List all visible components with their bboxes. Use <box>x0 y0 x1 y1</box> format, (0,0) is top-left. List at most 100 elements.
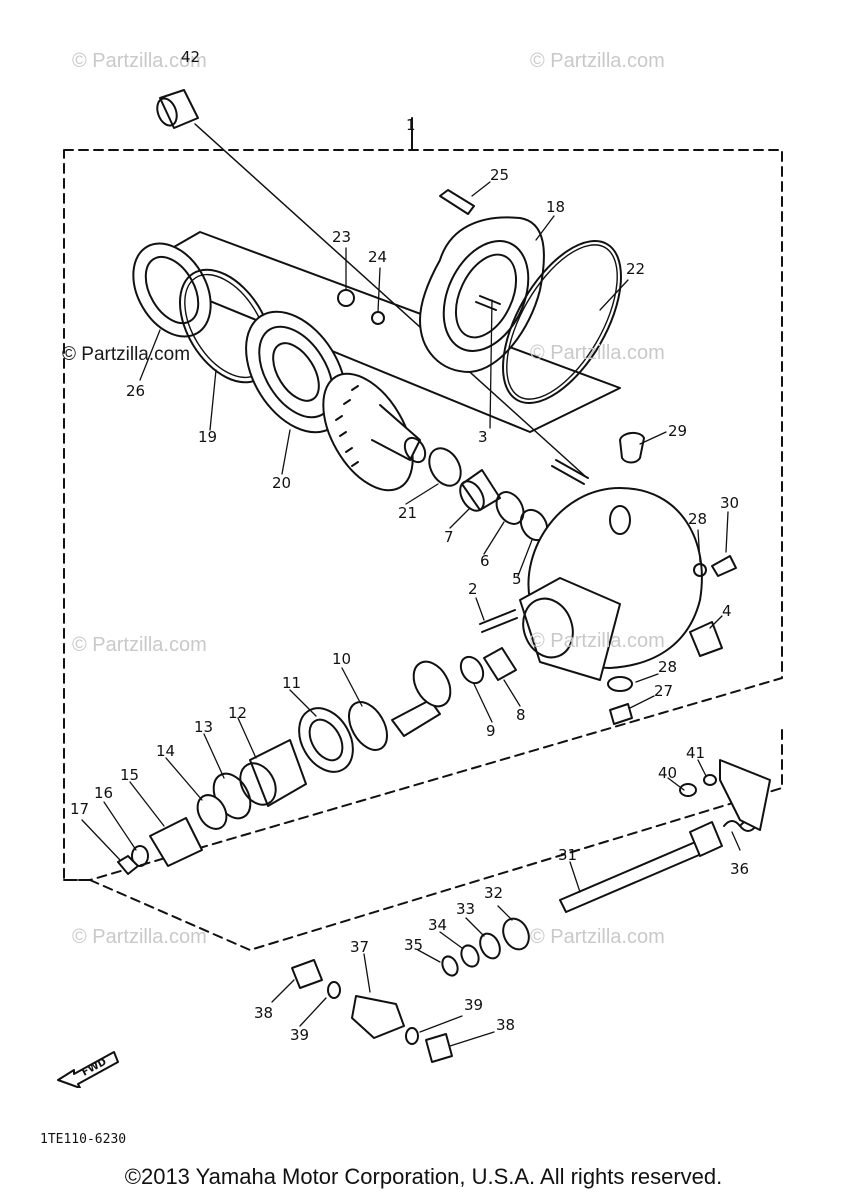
part-12-retainer <box>239 739 307 807</box>
ring-gear <box>322 372 427 492</box>
copyright-notice: ©2013 Yamaha Motor Corporation, U.S.A. A… <box>124 1164 723 1189</box>
part-35-circlip <box>441 955 459 977</box>
watermark: © Partzilla.com <box>530 630 665 652</box>
part-7-bearing <box>459 469 501 512</box>
watermark: © Partzilla.com <box>530 342 665 364</box>
part-15-coupling <box>149 817 203 867</box>
part-14-oil-seal <box>196 794 228 830</box>
part-20-bearing <box>245 310 347 434</box>
part-30-plug <box>711 555 737 577</box>
part-11-bearing <box>298 707 354 773</box>
callout-14: 14 <box>156 742 176 760</box>
callout-2: 2 <box>468 580 478 598</box>
fwd-arrow-icon: FWD <box>57 1051 119 1088</box>
callout-17: 17 <box>70 800 90 818</box>
part-25-bolt <box>439 189 475 215</box>
callout-13: 13 <box>194 718 214 736</box>
part-32-bearing <box>502 917 530 951</box>
part-28-washer <box>693 563 707 577</box>
callout-19: 19 <box>198 428 218 446</box>
assembly-outline <box>63 149 783 951</box>
part-26-oil-seal <box>132 242 212 338</box>
callout-36: 36 <box>730 860 750 878</box>
callout-4: 4 <box>722 602 732 620</box>
part-34-circlip <box>460 944 480 968</box>
part-38-bearing-lower <box>425 1033 453 1063</box>
callout-35: 35 <box>404 936 424 954</box>
callout-40: 40 <box>658 764 678 782</box>
callout-21: 21 <box>398 504 418 522</box>
part-22-o-ring <box>502 240 622 404</box>
part-10-shim <box>348 701 388 751</box>
callout-38-lower: 38 <box>496 1016 516 1034</box>
part-41-washer <box>703 774 717 786</box>
callout-41: 41 <box>686 744 706 762</box>
callout-16: 16 <box>94 784 114 802</box>
callout-24: 24 <box>368 248 388 266</box>
callout-37: 37 <box>350 938 370 956</box>
callout-9: 9 <box>486 722 496 740</box>
watermark: © Partzilla.com <box>72 50 207 72</box>
gear-case-housing <box>519 487 703 681</box>
callout-34: 34 <box>428 916 448 934</box>
callout-29: 29 <box>668 422 688 440</box>
callout-20: 20 <box>272 474 292 492</box>
part-40-nut <box>679 783 697 797</box>
callout-31: 31 <box>558 846 578 864</box>
part-4-pin <box>689 621 723 657</box>
callout-18: 18 <box>546 198 566 216</box>
diagram-code: 1TE110-6230 <box>40 1132 127 1147</box>
callout-28: 28 <box>688 510 708 528</box>
part-31-drive-shaft <box>559 821 723 913</box>
callout-23: 23 <box>332 228 352 246</box>
callout-39-upper: 39 <box>290 1026 310 1044</box>
part-21-shim <box>428 447 462 487</box>
watermark: © Partzilla.com <box>62 344 191 365</box>
watermark: © Partzilla.com <box>72 634 207 656</box>
callout-8: 8 <box>516 706 526 724</box>
part-38-bearing-upper <box>291 959 323 989</box>
part-39-circlip-lower <box>405 1027 419 1045</box>
part-2-stud <box>479 609 518 633</box>
part-27-bolt <box>609 703 633 725</box>
callout-5: 5 <box>512 570 522 588</box>
part-29-cap <box>619 432 645 464</box>
callout-6: 6 <box>480 552 490 570</box>
part-3-stud <box>475 295 589 485</box>
callout-30: 30 <box>720 494 740 512</box>
callout-28-lower: 28 <box>658 658 678 676</box>
callout-42: 42 <box>181 48 201 66</box>
part-6-thrust-washer <box>495 491 525 525</box>
callout-11: 11 <box>282 674 302 692</box>
part-23-nut <box>337 289 355 307</box>
callout-25: 25 <box>490 166 510 184</box>
callout-32: 32 <box>484 884 504 902</box>
callout-15: 15 <box>120 766 140 784</box>
callout-26: 26 <box>126 382 146 400</box>
callout-22: 22 <box>626 260 646 278</box>
part-33-washer <box>479 932 501 960</box>
callout-1: 1 <box>406 116 416 134</box>
callout-38-upper: 38 <box>254 1004 274 1022</box>
shaft-plate <box>719 759 771 831</box>
sub-frame <box>133 231 621 433</box>
part-16-washer <box>131 845 149 867</box>
part-17-nut <box>117 855 139 875</box>
part-8-bearing <box>483 647 517 681</box>
part-42-collar <box>156 89 199 129</box>
part-28-washer-lower <box>607 676 633 692</box>
part-24-washer <box>371 311 385 325</box>
callout-7: 7 <box>444 528 454 546</box>
callout-27: 27 <box>654 682 674 700</box>
callout-3: 3 <box>478 428 488 446</box>
callout-12: 12 <box>228 704 248 722</box>
part-37-universal-joint <box>351 995 405 1039</box>
callout-10: 10 <box>332 650 352 668</box>
callout-39-lower: 39 <box>464 996 484 1014</box>
part-39-circlip-upper <box>327 981 341 999</box>
part-9-shim <box>459 655 485 685</box>
watermark: © Partzilla.com <box>72 926 207 948</box>
pinion-gear <box>391 660 452 737</box>
